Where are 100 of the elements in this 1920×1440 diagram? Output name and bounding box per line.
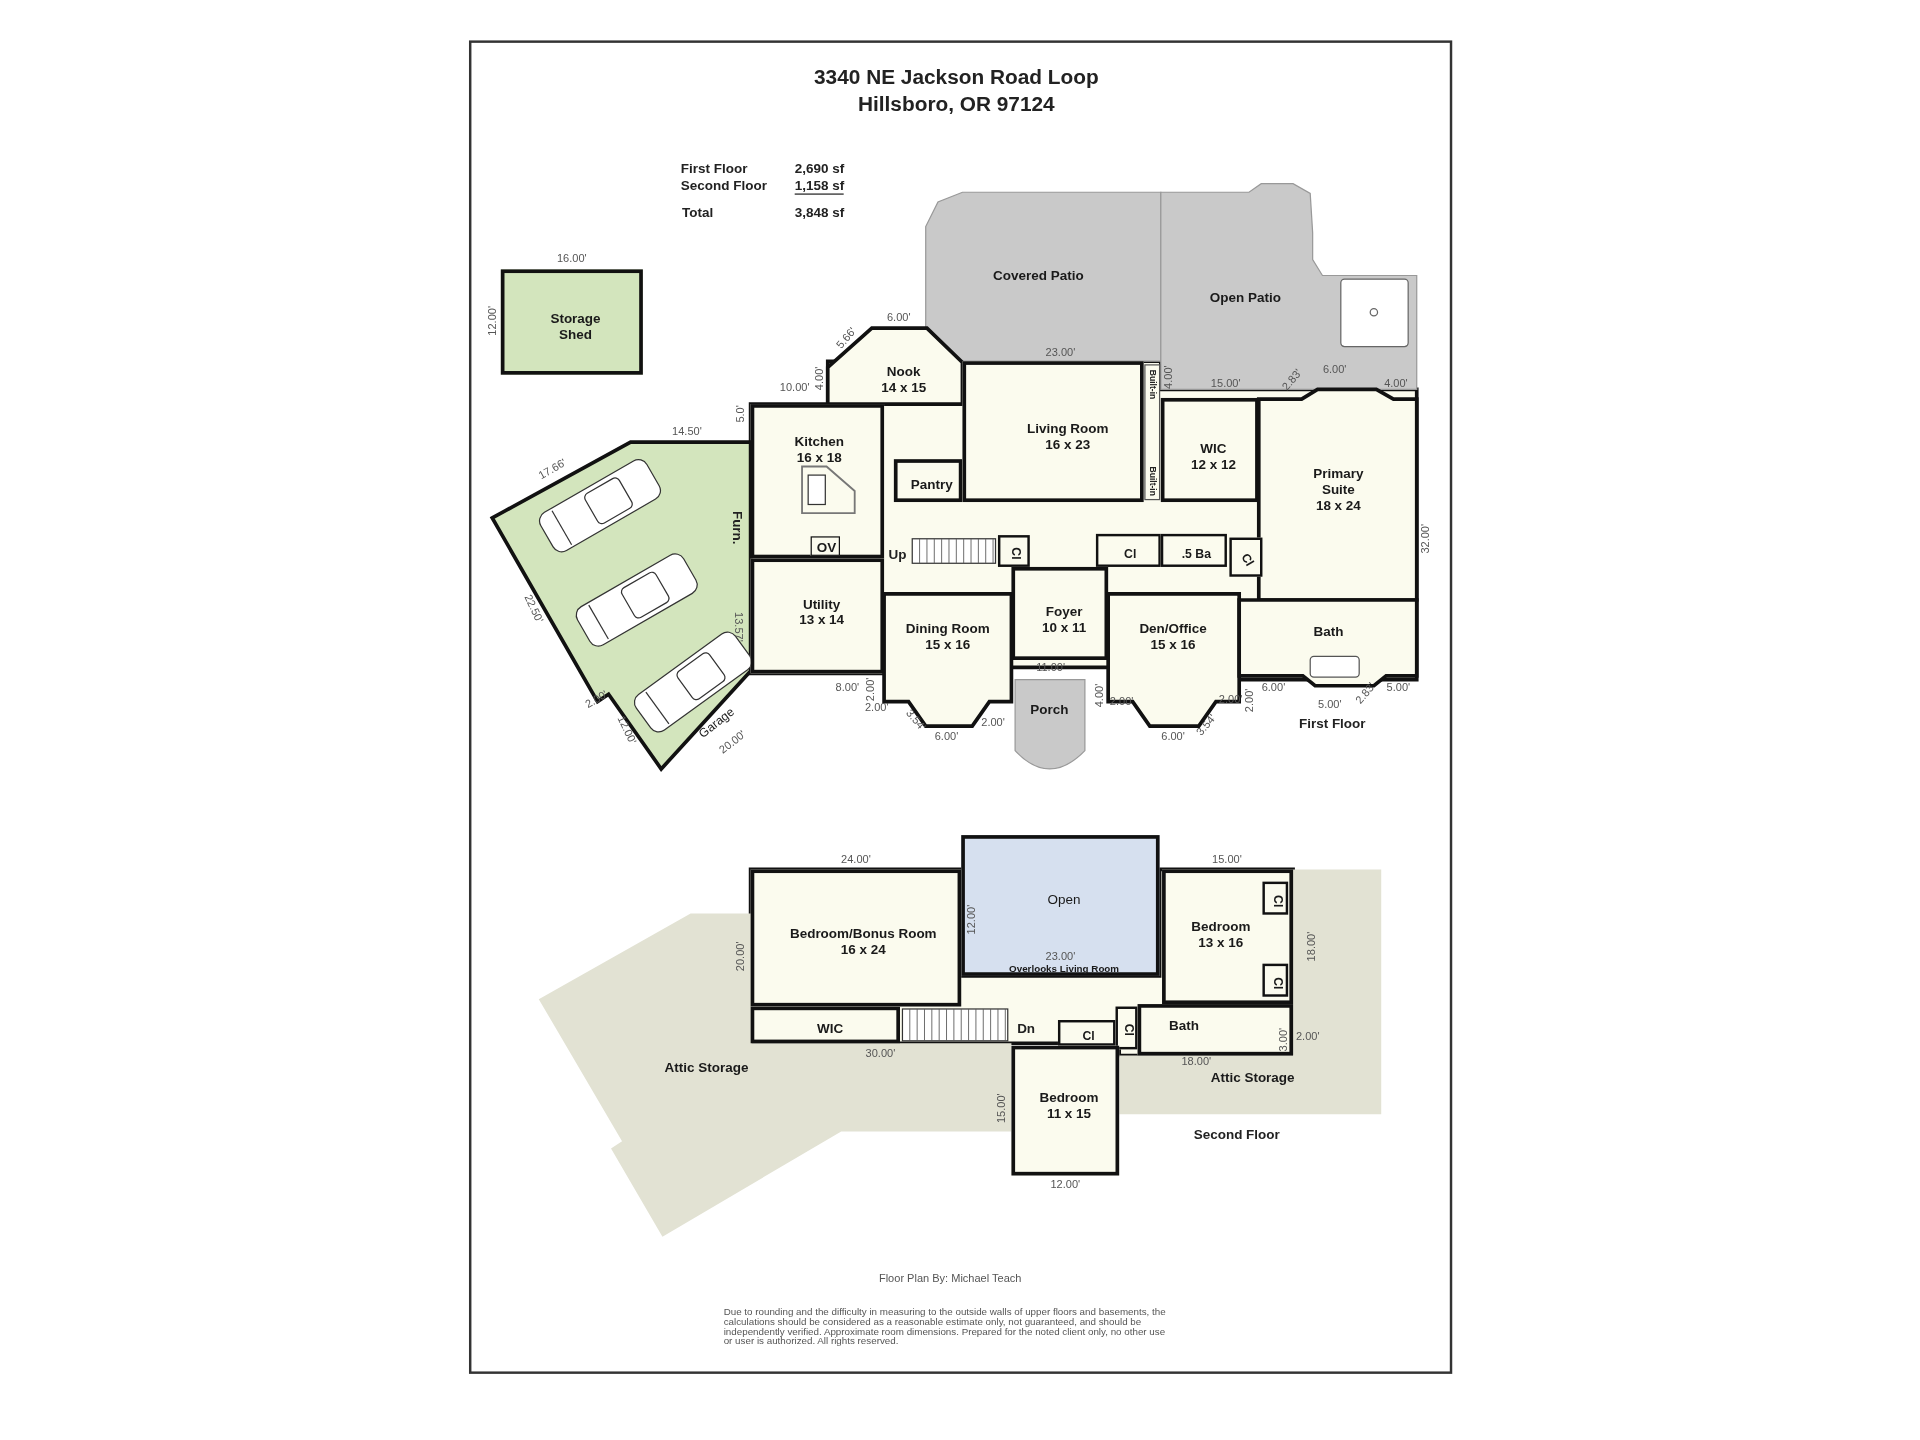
foyer [1011, 566, 1109, 660]
room-name: Porch [1030, 702, 1069, 719]
room-name: Cl [1238, 550, 1257, 569]
room-dimensions: 15 x 16 [925, 636, 971, 653]
dimension-label: 30.00' [865, 1046, 896, 1060]
dimension-label: 13.57' [732, 612, 745, 642]
room-dimensions: 14 x 15 [881, 379, 927, 396]
room [750, 404, 885, 559]
closet [1115, 1006, 1138, 1050]
room-name: Bedroom [1191, 918, 1251, 935]
dimension-label: 18.00' [1181, 1055, 1212, 1068]
dimension-label: 20.00' [734, 941, 747, 972]
room-name: Bedroom [1039, 1089, 1099, 1106]
area-figure: 2,690 sf [794, 160, 845, 177]
room-name: WIC [817, 1020, 844, 1037]
built-in-label: Built-in [1147, 369, 1159, 400]
dimension-label: 5.00' [1386, 680, 1411, 694]
built-in-label: Built-in [1147, 466, 1159, 496]
room-name: Covered Patio [993, 267, 1084, 284]
room-name: Utility [802, 596, 841, 613]
dimension-label: 4.00' [1093, 683, 1106, 708]
dimension-label: 16.00' [557, 252, 587, 265]
room-name: Dining Room [905, 620, 990, 637]
area-figure: 1,158 sf [794, 177, 845, 195]
area-figure: Second Floor [680, 177, 767, 194]
room [1011, 1045, 1120, 1176]
dimension-label: 18.00' [1305, 931, 1318, 962]
dimension-label: 4.00' [813, 366, 826, 391]
dimension-label: 12.00' [1050, 1177, 1081, 1191]
closet [1262, 881, 1289, 915]
half-bath [1160, 533, 1227, 567]
plan-label: Dn [1017, 1020, 1036, 1037]
room-dimensions: 11 x 15 [1046, 1105, 1092, 1122]
porch [1015, 679, 1085, 769]
room-dimensions: 12 x 12 [1191, 456, 1236, 473]
dimension-label: 32.00' [1419, 523, 1432, 554]
dimension-label: 15.00' [1212, 853, 1242, 866]
room-name: Den/Office [1139, 620, 1207, 637]
room-name: Living Room [1026, 421, 1109, 438]
dimension-label: 8.00' [835, 680, 860, 694]
room-name: .5 Ba [1181, 546, 1211, 561]
area-figure: 3,848 sf [794, 204, 845, 221]
room [962, 361, 1144, 503]
patio [1160, 183, 1417, 390]
room-name: Attic Storage [664, 1059, 749, 1076]
dimension-label: 23.00' [1045, 346, 1076, 359]
garage-floor [489, 438, 751, 772]
dimension-label: 2.00' [864, 677, 877, 702]
room-name: Cl [1082, 1029, 1095, 1043]
closet [1095, 533, 1161, 567]
oven [810, 536, 840, 556]
plan-label: Second Floor [1193, 1127, 1280, 1144]
title: 3340 NE Jackson Road Loop Hillsboro, OR 97124 [813, 65, 1100, 119]
pantry [893, 459, 963, 503]
room-dimensions: 18 x 24 [1314, 497, 1362, 514]
dimension-label: 23.00' [1045, 950, 1076, 963]
room-name: Bath [1169, 1018, 1200, 1035]
room-name: Nook [886, 363, 921, 380]
area-figure: Total [682, 204, 714, 221]
dimension-label: 2.00' [864, 701, 889, 714]
room [750, 869, 962, 1007]
closet [1057, 1020, 1116, 1046]
room-name: Open Patio [1209, 289, 1281, 306]
dimension-label: 2.00' [1218, 693, 1243, 706]
closet [750, 1006, 900, 1044]
attic-area [1119, 869, 1382, 1115]
dimension-label: 4.00' [1384, 377, 1408, 390]
room-dimensions: 16 x 24 [840, 941, 886, 958]
room-name: Cl [1122, 1023, 1136, 1036]
dimension-label: 5.0' [734, 405, 747, 423]
dimension-label: 24.00' [841, 853, 871, 866]
room-name: WIC [1200, 440, 1227, 457]
room-name: Bath [1313, 623, 1344, 640]
room-dimensions: 16 x 18 [796, 449, 842, 466]
dimension-label: 6.00' [1261, 680, 1286, 694]
plan-label: Furn. [729, 510, 746, 545]
storage-shed [500, 269, 643, 375]
closet [997, 535, 1030, 567]
patio [925, 192, 1161, 362]
room-name: Kitchen [794, 433, 844, 450]
dimension-label: 15.00' [995, 1093, 1008, 1123]
room-dimensions: 16 x 23 [1045, 437, 1091, 454]
room-dimensions: 15 x 16 [1150, 636, 1196, 653]
room-name: Cl [1271, 976, 1285, 989]
dimension-label: 2.00' [583, 688, 610, 711]
dimension-label: 2.00' [981, 716, 1005, 729]
room-name: Storage Shed [549, 311, 602, 343]
closet [1160, 397, 1259, 503]
plan-label: Up [888, 546, 907, 563]
room [750, 558, 885, 674]
closet [1229, 537, 1263, 577]
dimension-label: 5.00' [1318, 697, 1342, 711]
room-name: Bedroom/Bonus Room [789, 925, 937, 942]
room-name: Open [1047, 891, 1081, 907]
plan-label: First Floor [1298, 715, 1366, 732]
dimension-label: 10.00' [779, 380, 810, 394]
room-dimensions: 10 x 11 [1042, 619, 1087, 636]
room [1162, 869, 1294, 1005]
dimension-label: 12.00' [486, 305, 499, 336]
room-name: Cl [1271, 894, 1285, 907]
